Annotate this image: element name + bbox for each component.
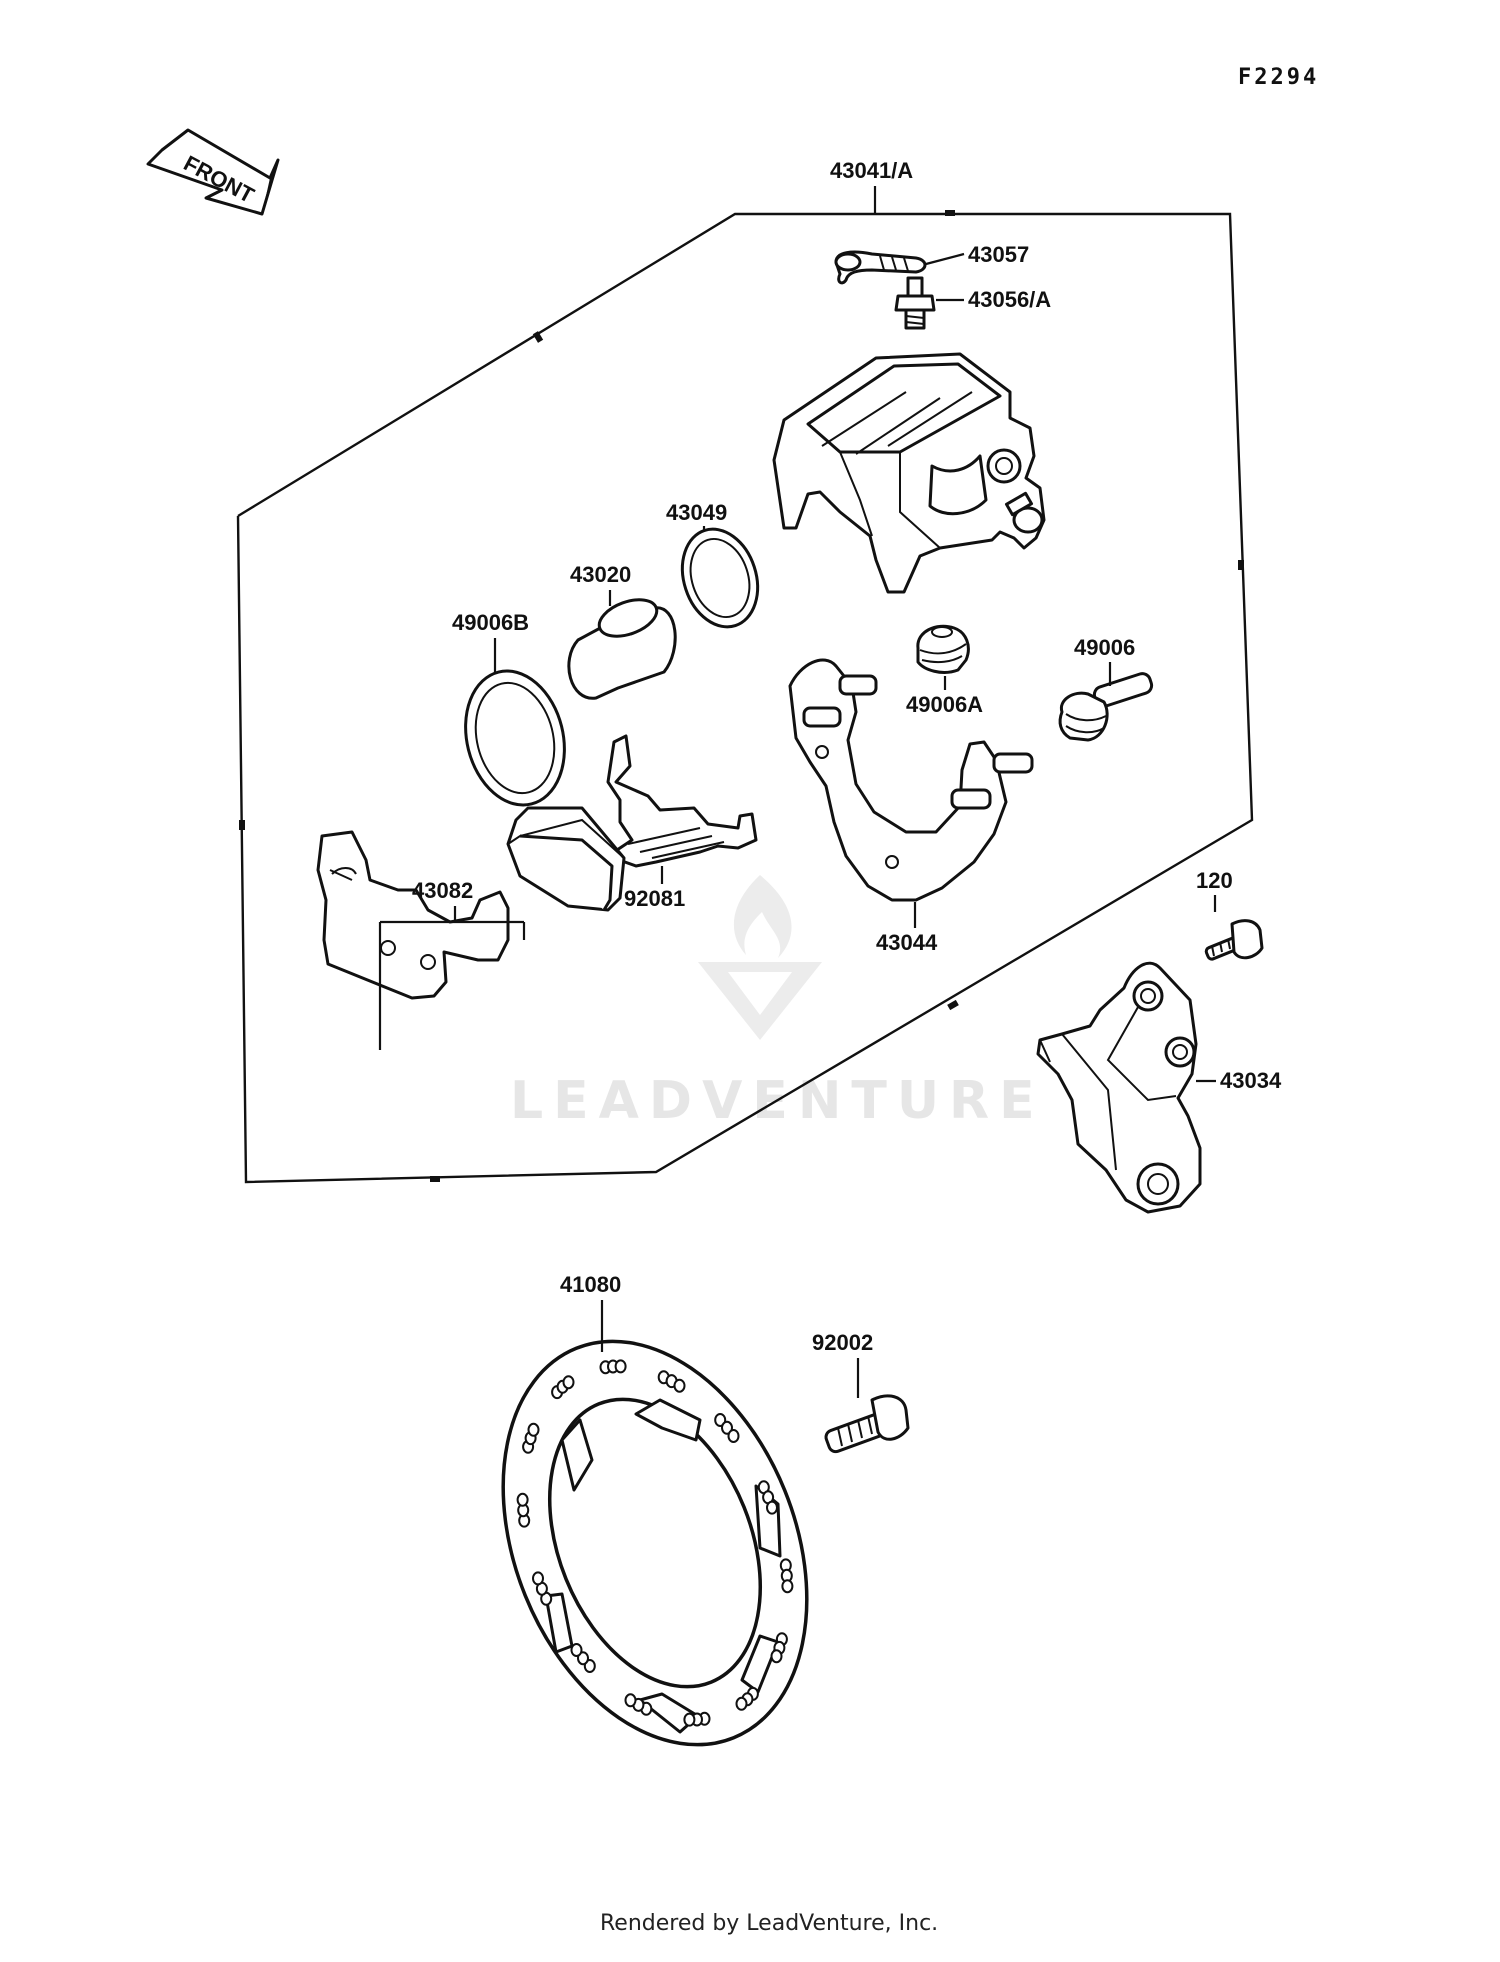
callout-49006A: 49006A (906, 692, 983, 717)
disc-drill-hole (781, 1579, 794, 1594)
callout-92081: 92081 (624, 886, 685, 911)
callout-43041A: 43041/A (830, 158, 913, 183)
callout-43034: 43034 (1220, 1068, 1282, 1093)
callout-120: 120 (1196, 868, 1233, 893)
disc-drill-hole (683, 1712, 696, 1727)
front-arrow-icon: FRONT (146, 128, 280, 216)
callout-43044: 43044 (876, 930, 938, 955)
caliper-assembly-boundary (236, 210, 1254, 1184)
bleeder-cap-43057 (834, 250, 927, 285)
slide-pin-49006 (1058, 672, 1154, 742)
disc-drill-hole (727, 1429, 740, 1443)
callout-41080: 41080 (560, 1272, 621, 1297)
pad-spring-92081 (606, 734, 758, 868)
watermark: LEADVENTURE (510, 875, 1045, 1131)
watermark-text: LEADVENTURE (510, 1071, 1045, 1131)
bleeder-valve-43056A (894, 276, 936, 330)
disc-drill-hole (562, 1375, 575, 1390)
disc-drill-hole (624, 1693, 637, 1708)
disc-drill-hole (735, 1696, 748, 1711)
callout-43082: 43082 (412, 878, 473, 903)
disc-drill-hole (532, 1571, 544, 1586)
disc-drill-hole (614, 1359, 627, 1374)
callout-43057: 43057 (968, 242, 1029, 267)
watermark-flame-icon (733, 875, 792, 958)
callout-92002: 92002 (812, 1330, 873, 1355)
piston-seal-43049 (680, 527, 760, 629)
watermark-v-icon (698, 962, 822, 1040)
callout-43056A: 43056/A (968, 287, 1051, 312)
drawing-code: F2294 (1238, 65, 1319, 90)
disc-drill-hole (516, 1492, 529, 1507)
disc-drill-hole (770, 1649, 783, 1664)
render-credit: Rendered by LeadVenture, Inc. (600, 1911, 938, 1936)
bolt-92002 (824, 1394, 910, 1454)
boot-49006A (916, 624, 970, 674)
bolt-120 (1204, 919, 1264, 961)
callout-49006: 49006 (1074, 635, 1135, 660)
caliper-bracket-43044 (788, 658, 1034, 902)
brake-disc-41080 (501, 1339, 809, 1747)
brake-pad-set-43082 (316, 806, 626, 1000)
disc-hole-pattern (516, 1359, 794, 1727)
callout-49006B: 49006B (452, 610, 529, 635)
disc-drill-hole (570, 1643, 583, 1657)
caliper-body (772, 352, 1046, 594)
disc-drill-hole (673, 1378, 686, 1393)
caliper-holder-43034 (1036, 961, 1202, 1214)
disc-drill-hole (527, 1422, 540, 1437)
callout-43049: 43049 (666, 500, 727, 525)
piston-43020 (567, 598, 677, 700)
disc-drill-hole (766, 1500, 778, 1515)
callout-43020: 43020 (570, 562, 631, 587)
dust-seal-49006B (464, 669, 566, 807)
